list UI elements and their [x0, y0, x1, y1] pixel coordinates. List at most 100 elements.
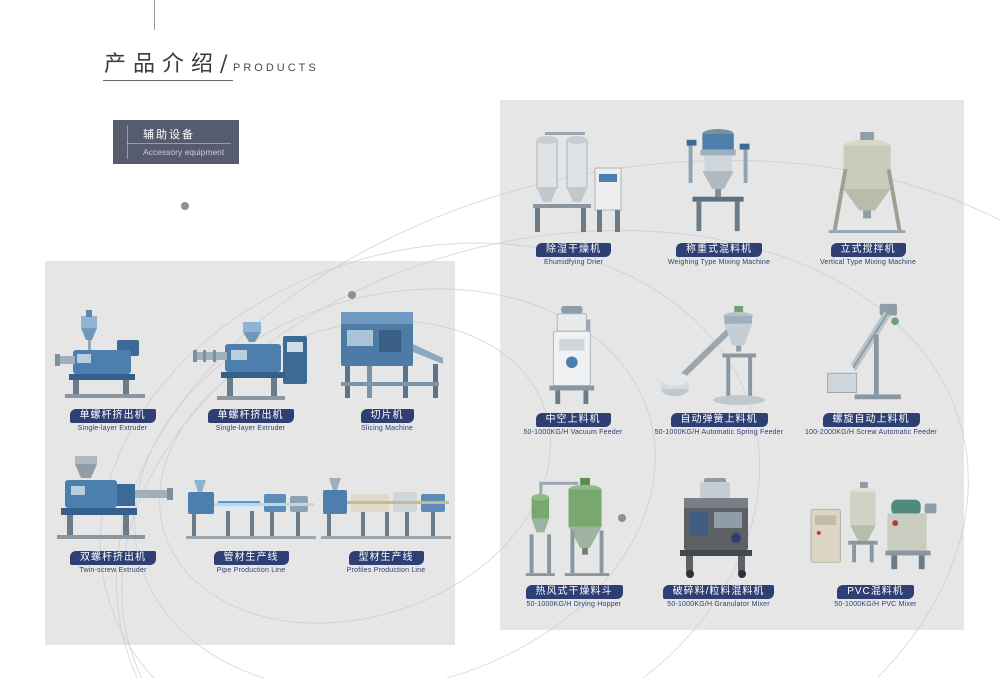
product-label: 单螺杆挤出机 Single-layer Extruder	[50, 406, 175, 432]
product-item: 切片机 Slicing Machine	[323, 298, 451, 432]
profiles-production-line-icon	[321, 478, 451, 539]
product-image	[800, 300, 942, 406]
product-label: 单螺杆挤出机 Single-layer Extruder	[188, 406, 313, 432]
product-name-zh: 单螺杆挤出机	[69, 409, 156, 423]
product-name-zh: PVC混料机	[837, 585, 914, 599]
page-title: 产品介绍/	[104, 52, 235, 77]
top-divider-line	[154, 0, 155, 30]
product-label: 型材生产线 Profiles Production Line	[320, 548, 452, 574]
screw-automatic-feeder-icon	[827, 303, 902, 400]
product-name-zh: 双螺杆挤出机	[70, 551, 156, 565]
product-name-zh: 热风式干燥料斗	[525, 585, 623, 599]
product-name-zh: 破碎料/粒料混料机	[662, 585, 775, 599]
title-underline	[103, 80, 233, 81]
product-item: 除湿干燥机 Ehumidfying Drier	[516, 126, 631, 266]
product-label: 破碎料/粒料混料机 50-1000KG/H Granulator Mixer	[646, 582, 791, 608]
pvc-mixer-icon	[810, 481, 937, 570]
product-name-zh: 切片机	[360, 409, 414, 423]
product-name-en: Pipe Production Line	[216, 567, 286, 574]
product-name-en: Twin-screw Extruder	[79, 567, 147, 574]
single-layer-extruder-icon	[192, 322, 307, 400]
node-dot	[181, 202, 189, 210]
product-name-zh: 螺旋自动上料机	[822, 413, 920, 427]
slicing-machine-icon	[341, 312, 443, 398]
product-item: 称重式混料机 Weighing Type Mixing Machine	[650, 126, 788, 266]
single-layer-extruder-icon	[55, 310, 145, 398]
product-name-en: 50-1000KG/H PVC Mixer	[834, 601, 917, 608]
product-name-en: Single-layer Extruder	[77, 425, 148, 432]
vacuum-feeder-icon	[549, 305, 594, 405]
product-label: 立式搅拌机 Vertical Type Mixing Machine	[798, 240, 938, 266]
dehumidifying-drier-icon	[533, 132, 622, 232]
automatic-spring-feeder-icon	[660, 305, 765, 406]
product-item: 立式搅拌机 Vertical Type Mixing Machine	[798, 126, 938, 266]
product-name-zh: 称重式混料机	[676, 243, 762, 257]
product-image	[650, 126, 788, 236]
category-label-en: Accessory equipment	[143, 147, 225, 157]
product-image	[320, 452, 452, 544]
product-name-en: Slicing Machine	[360, 425, 414, 432]
product-image	[323, 298, 451, 402]
product-image	[188, 308, 313, 402]
product-name-en: 50-1000KG/H Automatic Spring Feeder	[654, 429, 784, 436]
vertical-mixing-machine-icon	[828, 131, 906, 234]
product-image	[798, 126, 938, 236]
product-label: 中空上料机 50-1000KG/H Vacuum Feeder	[513, 410, 633, 436]
product-item: 自动弹簧上料机 50-1000KG/H Automatic Spring Fee…	[648, 300, 790, 436]
product-name-zh: 中空上料机	[535, 413, 611, 427]
product-label: 热风式干燥料斗 50-1000KG/H Drying Hopper	[513, 582, 635, 608]
product-item: 管材生产线 Pipe Production Line	[185, 452, 317, 574]
twin-screw-extruder-icon	[56, 456, 173, 539]
product-name-zh: 除湿干燥机	[536, 243, 611, 257]
product-item: 螺旋自动上料机 100-2000KG/H Screw Automatic Fee…	[800, 300, 942, 436]
product-name-en: Weighing Type Mixing Machine	[667, 259, 771, 266]
product-image	[513, 476, 635, 578]
product-label: 管材生产线 Pipe Production Line	[185, 548, 317, 574]
product-name-en: Vertical Type Mixing Machine	[819, 259, 917, 266]
product-name-en: Single-layer Extruder	[215, 425, 286, 432]
product-item: 破碎料/粒料混料机 50-1000KG/H Granulator Mixer	[646, 476, 791, 608]
product-image	[513, 300, 633, 406]
product-name-en: 100-2000KG/H Screw Automatic Feeder	[805, 429, 937, 436]
product-image	[646, 476, 791, 578]
product-name-zh: 型材生产线	[348, 551, 424, 565]
product-label: PVC混料机 50-1000KG/H PVC Mixer	[803, 582, 948, 608]
weighing-mixing-machine-icon	[687, 128, 750, 232]
product-name-en: 50-1000KG/H Vacuum Feeder	[523, 429, 623, 436]
product-name-zh: 单螺杆挤出机	[207, 409, 294, 423]
product-label: 切片机 Slicing Machine	[323, 406, 451, 432]
product-label: 称重式混料机 Weighing Type Mixing Machine	[650, 240, 788, 266]
pipe-production-line-icon	[186, 480, 316, 539]
product-label: 螺旋自动上料机 100-2000KG/H Screw Automatic Fee…	[800, 410, 942, 436]
product-name-en: Profiles Production Line	[346, 567, 426, 574]
product-item: 热风式干燥料斗 50-1000KG/H Drying Hopper	[513, 476, 635, 608]
product-label: 自动弹簧上料机 50-1000KG/H Automatic Spring Fee…	[648, 410, 790, 436]
product-label: 双螺杆挤出机 Twin-screw Extruder	[48, 548, 178, 574]
product-name-en: 50-1000KG/H Drying Hopper	[526, 601, 622, 608]
category-label-zh: 辅助设备	[143, 129, 195, 141]
drying-hopper-icon	[525, 477, 610, 577]
product-name-zh: 立式搅拌机	[830, 243, 906, 257]
product-image	[516, 126, 631, 236]
category-horizontal-line	[127, 143, 231, 144]
product-item: 单螺杆挤出机 Single-layer Extruder	[50, 308, 175, 432]
product-item: 型材生产线 Profiles Production Line	[320, 452, 452, 574]
product-image	[185, 452, 317, 544]
product-image	[48, 452, 178, 544]
product-image	[803, 476, 948, 578]
product-name-en: 50-1000KG/H Granulator Mixer	[667, 601, 770, 608]
product-name-en: Ehumidfying Drier	[543, 259, 604, 266]
product-name-zh: 管材生产线	[213, 551, 289, 565]
category-badge: 辅助设备 Accessory equipment	[113, 120, 239, 164]
page-subtitle: PRODUCTS	[233, 62, 319, 74]
product-name-zh: 自动弹簧上料机	[670, 413, 768, 427]
product-item: 中空上料机 50-1000KG/H Vacuum Feeder	[513, 300, 633, 436]
product-item: 双螺杆挤出机 Twin-screw Extruder	[48, 452, 178, 574]
product-label: 除湿干燥机 Ehumidfying Drier	[516, 240, 631, 266]
product-image	[648, 300, 790, 406]
product-item: PVC混料机 50-1000KG/H PVC Mixer	[803, 476, 948, 608]
product-item: 单螺杆挤出机 Single-layer Extruder	[188, 308, 313, 432]
granulator-mixer-icon	[680, 478, 752, 578]
product-image	[50, 308, 175, 402]
